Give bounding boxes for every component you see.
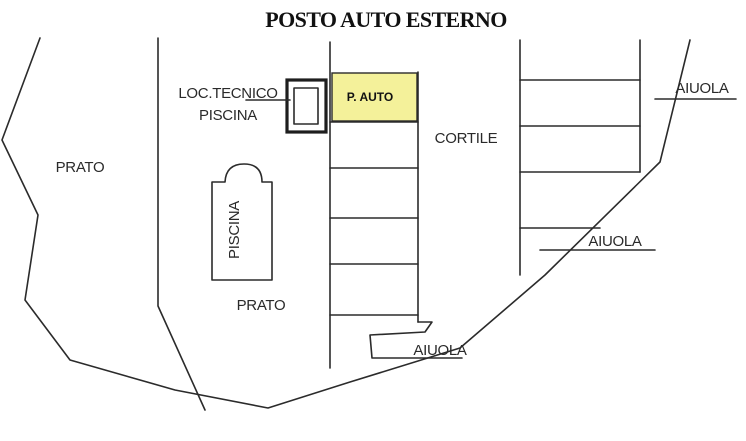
plan-title: POSTO AUTO ESTERNO [265, 7, 507, 32]
prato-left-boundary [157, 37, 206, 411]
parking-spot-highlight[interactable]: P. AUTO [331, 72, 418, 122]
right-stalls [519, 39, 641, 276]
prato-left-label: PRATO [56, 159, 105, 176]
parking-spot-label: P. AUTO [347, 90, 393, 104]
aiuola-mid-label: AIUOLA [588, 233, 642, 250]
loc-tecnico-room [245, 78, 328, 134]
pool-outline [211, 163, 273, 281]
lot-boundary [1, 37, 691, 409]
aiuola-bottom-label: AIUOLA [413, 342, 467, 359]
piscina-label: PISCINA [226, 201, 243, 259]
prato-center-label: PRATO [237, 297, 286, 314]
cortile-label: CORTILE [435, 130, 498, 147]
aiuola-top-label: AIUOLA [675, 80, 729, 97]
loc-tecnico-label-line2: PISCINA [199, 107, 257, 124]
loc-tecnico-label: LOC.TECNICO [178, 85, 277, 102]
parking-spot-fill [331, 72, 418, 122]
parking-stalls [329, 121, 463, 359]
